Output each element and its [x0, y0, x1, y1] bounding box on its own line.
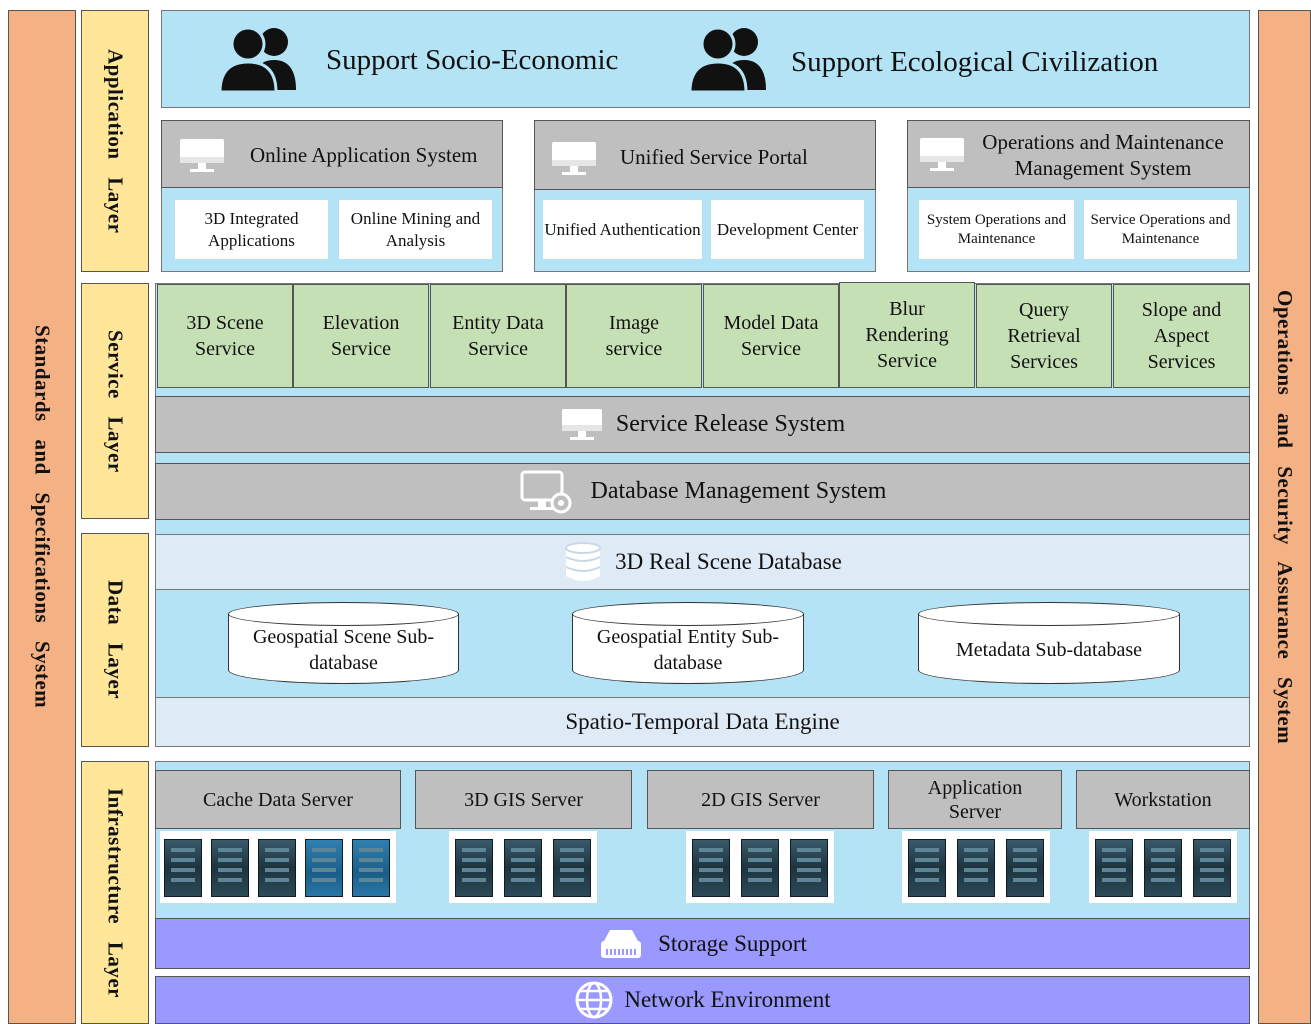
server-3d-gis-racks: [449, 831, 597, 903]
monitor-icon: [180, 139, 224, 172]
support-socio-economic: Support Socio-Economic: [326, 44, 619, 76]
service-image: Image service: [566, 284, 702, 388]
server-2d-gis-header: 2D GIS Server: [647, 770, 874, 829]
app-item-system-ops: System Operations and Maintenance: [919, 200, 1074, 259]
server-rack-icon: [692, 839, 730, 897]
server-rack-icon: [455, 839, 493, 897]
layer-label-application: Application Layer: [81, 10, 149, 272]
operations-security-label: Operations and Security Assurance System: [1273, 289, 1297, 745]
server-rack-icon: [908, 839, 946, 897]
server-rack-icon: [352, 839, 390, 897]
server-rack-icon: [790, 839, 828, 897]
users-icon: [218, 26, 296, 94]
server-application-racks: [902, 831, 1050, 903]
server-cache-header: Cache Data Server: [155, 770, 401, 829]
server-rack-icon: [305, 839, 343, 897]
service-3d-scene: 3D Scene Service: [157, 284, 293, 388]
sub-db-scene: Geospatial Scene Sub-database: [228, 602, 459, 684]
service-blur-rendering: Blur Rendering Service: [839, 282, 975, 388]
monitor-icon: [920, 138, 964, 171]
layer-label-data: Data Layer: [81, 533, 149, 747]
service-slope-aspect: Slope and Aspect Services: [1113, 284, 1250, 388]
server-rack-icon: [1193, 839, 1231, 897]
standards-bar: Standards and Specifications System: [8, 10, 76, 1024]
service-query-retrieval: Query Retrieval Services: [976, 284, 1112, 388]
server-cache-racks: [160, 831, 396, 903]
server-rack-icon: [1006, 839, 1044, 897]
storage-icon: [601, 929, 642, 958]
sub-db-metadata: Metadata Sub-database: [918, 602, 1180, 684]
layer-label-service: Service Layer: [81, 283, 149, 519]
support-ecological-civilization: Support Ecological Civilization: [791, 46, 1159, 78]
sub-db-entity: Geospatial Entity Sub-database: [572, 602, 804, 684]
server-rack-icon: [504, 839, 542, 897]
server-3d-gis-header: 3D GIS Server: [415, 770, 632, 829]
service-model-data: Model Data Service: [703, 284, 839, 388]
data-engine-bar: Spatio-Temporal Data Engine: [155, 697, 1250, 747]
server-rack-icon: [164, 839, 202, 897]
server-workstation-racks: [1089, 831, 1237, 903]
monitor-icon: [561, 408, 602, 440]
app-system-ops-header: [907, 120, 1250, 188]
monitor-icon: [552, 142, 596, 175]
app-system-online-title: Online Application System: [250, 143, 478, 167]
service-release-label: Service Release System: [615, 411, 846, 437]
service-elevation: Elevation Service: [293, 284, 429, 388]
storage-support-bar: Storage Support: [155, 918, 1250, 969]
app-item-3d-integrated: 3D Integrated Applications: [175, 200, 328, 259]
network-environment-label: Network Environment: [624, 987, 831, 1012]
server-rack-icon: [211, 839, 249, 897]
server-rack-icon: [258, 839, 296, 897]
users-icon: [688, 26, 766, 94]
server-rack-icon: [957, 839, 995, 897]
globe-icon: [575, 981, 613, 1019]
app-system-ops-title: Operations and Maintenance Management Sy…: [982, 129, 1224, 180]
server-2d-gis-racks: [686, 831, 834, 903]
server-application-header: Application Server: [888, 770, 1062, 829]
real-scene-db-label: 3D Real Scene Database: [615, 549, 842, 574]
app-item-development-center: Development Center: [711, 200, 864, 259]
server-rack-icon: [553, 839, 591, 897]
service-entity-data: Entity Data Service: [430, 284, 566, 388]
monitor-gear-icon: [520, 470, 572, 513]
server-rack-icon: [1095, 839, 1133, 897]
server-rack-icon: [1144, 839, 1182, 897]
standards-label: Standards and Specifications System: [30, 325, 55, 709]
app-item-online-mining: Online Mining and Analysis: [339, 200, 492, 259]
storage-support-label: Storage Support: [658, 930, 807, 956]
real-scene-db-bar: 3D Real Scene Database: [155, 534, 1250, 590]
layer-label-infrastructure: Infrastructure Layer: [81, 761, 149, 1024]
service-release-bar: Service Release System: [155, 396, 1250, 453]
operations-security-bar: Operations and Security Assurance System: [1258, 10, 1311, 1024]
app-item-service-ops: Service Operations and Maintenance: [1084, 200, 1237, 259]
db-management-bar: Database Management System: [155, 463, 1250, 520]
data-engine-label: Spatio-Temporal Data Engine: [565, 709, 840, 734]
network-environment-bar: Network Environment: [155, 976, 1250, 1024]
server-workstation-header: Workstation: [1076, 770, 1250, 829]
app-item-unified-authentication: Unified Authentication: [543, 200, 702, 259]
db-management-label: Database Management System: [590, 478, 887, 504]
database-icon: [565, 542, 602, 581]
server-rack-icon: [741, 839, 779, 897]
app-system-portal-title: Unified Service Portal: [620, 145, 808, 169]
